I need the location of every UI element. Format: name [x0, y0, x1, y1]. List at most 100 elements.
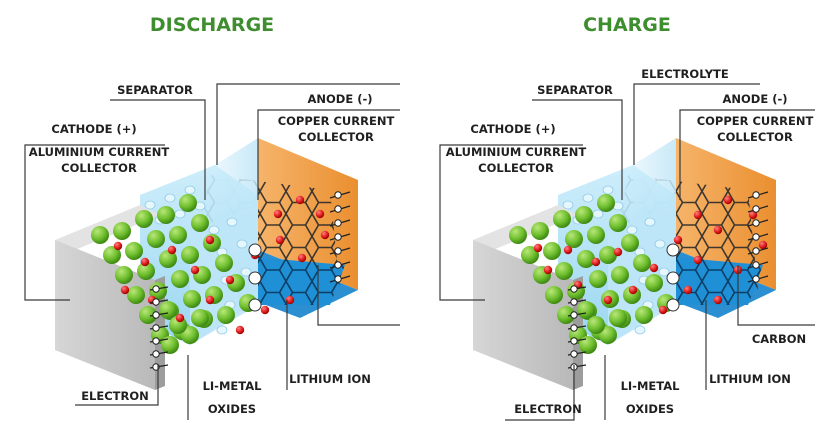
cathode-top	[473, 205, 578, 250]
aluminium-label-line2: COLLECTOR	[61, 161, 137, 175]
li-metal-oxide	[555, 262, 573, 280]
carbon-label: CARBON	[752, 332, 806, 346]
li-metal-oxide	[553, 210, 571, 228]
li-metal-oxide	[597, 194, 615, 212]
anode-electron-marker	[329, 233, 351, 241]
electron-leader	[75, 365, 159, 406]
lithium-ion	[533, 243, 543, 253]
separator-pore	[184, 185, 196, 195]
separator-label: SEPARATOR	[117, 83, 193, 97]
lithium-ion	[683, 285, 693, 295]
separator-pore	[626, 225, 638, 235]
li-metal-oxide	[611, 266, 629, 284]
lithium-ion	[273, 209, 283, 219]
separator-pore	[216, 325, 228, 335]
charge-carbon-leader	[737, 265, 815, 326]
li-metal-label-line1: LI-METAL	[203, 379, 263, 393]
lithium-ion	[673, 235, 683, 245]
charge-aluminium-label-line2: COLLECTOR	[478, 161, 554, 175]
anode-electron-marker	[329, 247, 351, 255]
charge-anode-leader	[679, 109, 815, 200]
lithium-ion	[723, 195, 733, 205]
carbon-leader	[317, 265, 400, 326]
lithium-ion	[120, 285, 130, 295]
lithium-ion	[693, 255, 703, 265]
lithium-ion	[603, 295, 613, 305]
lithium-ion	[315, 209, 325, 219]
separator-pore	[164, 193, 176, 203]
anode-electron-marker	[747, 261, 769, 269]
li-metal-oxide	[621, 234, 639, 252]
li-metal-oxide	[159, 250, 177, 268]
separator-pore	[644, 217, 656, 227]
charge-electron-label: ELECTRON	[514, 402, 582, 416]
li-metal-oxide	[565, 230, 583, 248]
lithium-ion	[167, 245, 177, 255]
lithium-ion	[748, 210, 758, 220]
li-ion-badge	[248, 243, 262, 257]
li-metal-oxide	[181, 326, 199, 344]
li-metal-oxide	[579, 336, 597, 354]
electron-marker	[149, 363, 169, 371]
electron-marker	[149, 324, 169, 332]
anode-electron-marker	[747, 191, 769, 199]
electron-marker	[149, 311, 169, 319]
anode-electron-marker	[747, 275, 769, 283]
li-metal-oxide	[575, 206, 593, 224]
electrolyte-label: ELECTROLYTE	[641, 67, 729, 81]
li-metal-oxide	[599, 326, 617, 344]
lithium-ion	[613, 247, 623, 257]
separator-pore	[562, 200, 574, 210]
anode-electron-marker	[329, 191, 351, 199]
separator-pore	[208, 225, 220, 235]
li-metal-oxide	[191, 214, 209, 232]
anode-electron-marker	[747, 233, 769, 241]
li-metal-oxide	[91, 226, 109, 244]
lithium-ion	[235, 325, 245, 335]
charge-electron-leader	[505, 365, 575, 421]
charge-anode-label: ANODE (-)	[723, 92, 788, 106]
lithium-ion	[693, 210, 703, 220]
discharge-battery	[55, 138, 358, 390]
charge-labels: SEPARATOR ELECTROLYTE ANODE (-) COPPER C…	[439, 67, 815, 421]
li-metal-label-line2: OXIDES	[208, 402, 256, 416]
li-metal-oxide	[599, 246, 617, 264]
li-metal-oxide	[587, 226, 605, 244]
aluminium-label-line1: ALUMINIUM CURRENT	[29, 145, 170, 159]
electron-marker	[567, 298, 587, 306]
anode-electron-marker	[747, 247, 769, 255]
charge-aluminium-label-line1: ALUMINIUM CURRENT	[446, 145, 587, 159]
li-metal-oxide	[147, 230, 165, 248]
electron-marker	[567, 337, 587, 345]
li-ion-badge	[248, 271, 262, 285]
li-metal-oxide	[115, 266, 133, 284]
li-metal-oxide	[217, 306, 235, 324]
lithium-ion	[713, 295, 723, 305]
li-metal-oxide	[135, 210, 153, 228]
anode-electron-marker	[747, 205, 769, 213]
lithium-ion	[758, 240, 768, 250]
cathode-top	[55, 205, 160, 250]
lithium-ion	[113, 241, 123, 251]
li-metal-oxide	[521, 246, 539, 264]
li-metal-oxide	[543, 242, 561, 260]
li-metal-oxide	[577, 250, 595, 268]
charge-separator-label: SEPARATOR	[537, 83, 613, 97]
li-metal-oxide	[531, 222, 549, 240]
li-ion-badge	[666, 298, 680, 312]
li-metal-oxide	[103, 246, 121, 264]
copper-label-line1: COPPER CURRENT	[278, 114, 395, 128]
lithium-ion	[260, 305, 270, 315]
li-metal-oxide	[191, 309, 209, 327]
lithium-ion	[320, 230, 330, 240]
anode-electron-marker	[747, 219, 769, 227]
li-metal-oxide	[645, 274, 663, 292]
li-metal-oxide	[157, 206, 175, 224]
electron-marker	[149, 350, 169, 358]
li-metal-oxide	[169, 226, 187, 244]
electrolyte-leader	[633, 83, 760, 165]
charge-copper-label-line2: COLLECTOR	[717, 130, 793, 144]
li-metal-oxide	[633, 254, 651, 272]
li-metal-oxide	[181, 246, 199, 264]
